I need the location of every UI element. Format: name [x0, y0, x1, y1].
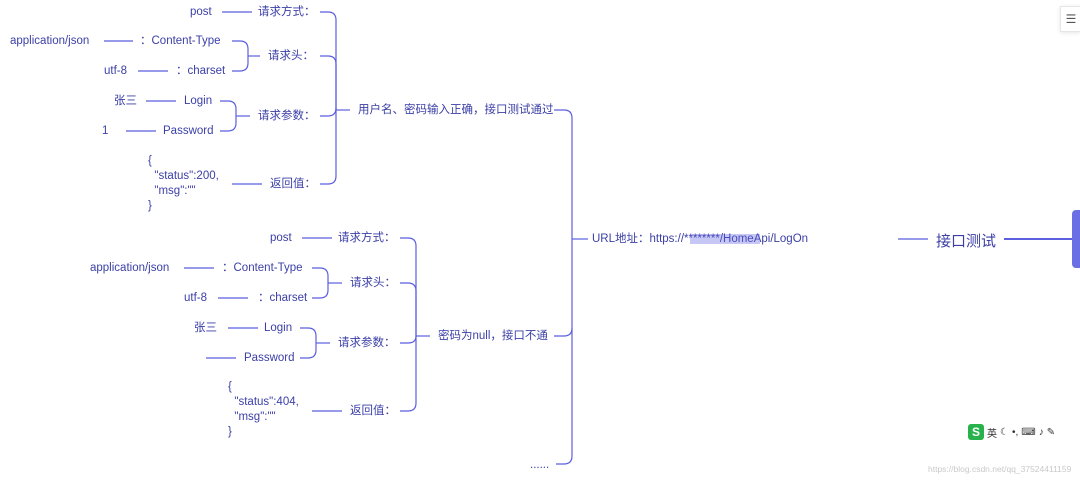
branch-2-header-content-type-key[interactable]: ：Content-Type: [222, 262, 303, 274]
branch-2-header-charset-key[interactable]: ：charset: [258, 292, 308, 304]
json-line: "status":200,: [148, 170, 219, 182]
branch-1-headers-key[interactable]: 请求头：: [268, 50, 314, 62]
list-icon: ☰: [1065, 12, 1077, 26]
punctuation-icon[interactable]: •,: [1011, 426, 1019, 438]
branch-1-header-content-type-key[interactable]: ：Content-Type: [140, 35, 221, 47]
ime-toolbar[interactable]: S 英 ☾ •, ⌨ ♪ ✎: [968, 424, 1055, 440]
moon-icon[interactable]: ☾: [1000, 426, 1009, 438]
branch-2-node[interactable]: 密码为null，接口不通: [438, 330, 548, 342]
branch-1-response-value[interactable]: { "status":200, "msg":"" }: [148, 154, 219, 214]
json-line: }: [148, 200, 152, 212]
json-line: {: [148, 155, 152, 167]
branch-1-method-value[interactable]: post: [190, 6, 212, 18]
sogou-logo-icon: S: [968, 424, 984, 440]
branch-2-param-login-value[interactable]: 张三: [194, 322, 217, 334]
branch-2-response-key[interactable]: 返回值：: [350, 405, 396, 417]
branch-1-param-login-key[interactable]: Login: [184, 95, 213, 107]
branch-1-param-password-value[interactable]: 1: [102, 125, 109, 137]
branch-2-header-charset-value[interactable]: utf-8: [184, 292, 208, 304]
watermark: https://blog.csdn.net/qq_37524411159: [928, 464, 1072, 474]
branch-1-method-key[interactable]: 请求方式：: [258, 6, 316, 18]
json-line: "msg":"": [228, 411, 276, 423]
microphone-icon[interactable]: ♪: [1038, 426, 1044, 438]
branch-2-response-value[interactable]: { "status":404, "msg":"" }: [228, 380, 299, 440]
url-node[interactable]: URL地址：https://********/HomeApi/LogOn: [592, 233, 809, 245]
outline-toggle-button[interactable]: ☰: [1060, 6, 1080, 32]
branch-1-header-charset-value[interactable]: utf-8: [104, 65, 128, 77]
branch-2-params-key[interactable]: 请求参数：: [338, 337, 396, 349]
redacted-url-segment: [690, 234, 760, 244]
ime-language-label[interactable]: 英: [987, 428, 997, 440]
branch-2-method-key[interactable]: 请求方式：: [338, 232, 396, 244]
branch-2-param-login-key[interactable]: Login: [264, 322, 293, 334]
side-panel-tab[interactable]: [1072, 210, 1080, 268]
wrench-icon[interactable]: ✎: [1046, 426, 1056, 438]
branch-1-param-password-key[interactable]: Password: [163, 125, 214, 137]
more-node[interactable]: ......: [530, 459, 550, 471]
branch-2-param-password-key[interactable]: Password: [244, 352, 295, 364]
json-line: "status":404,: [228, 396, 299, 408]
json-line: "msg":"": [148, 185, 196, 197]
branch-1-param-login-value[interactable]: 张三: [114, 95, 137, 107]
branch-1-header-content-type-value[interactable]: application/json: [10, 35, 90, 47]
branch-1-params-key[interactable]: 请求参数：: [258, 110, 316, 122]
json-line: {: [228, 381, 232, 393]
branch-2-headers-key[interactable]: 请求头：: [350, 277, 396, 289]
branch-1-node[interactable]: 用户名、密码输入正确，接口测试通过: [358, 104, 554, 116]
root-node[interactable]: 接口测试: [936, 233, 997, 250]
keyboard-icon[interactable]: ⌨: [1021, 426, 1036, 438]
json-line: }: [228, 426, 232, 438]
branch-1-header-charset-key[interactable]: ：charset: [176, 65, 226, 77]
branch-2-method-value[interactable]: post: [270, 232, 292, 244]
branch-1-response-key[interactable]: 返回值：: [270, 178, 316, 190]
branch-2-header-content-type-value[interactable]: application/json: [90, 262, 170, 274]
